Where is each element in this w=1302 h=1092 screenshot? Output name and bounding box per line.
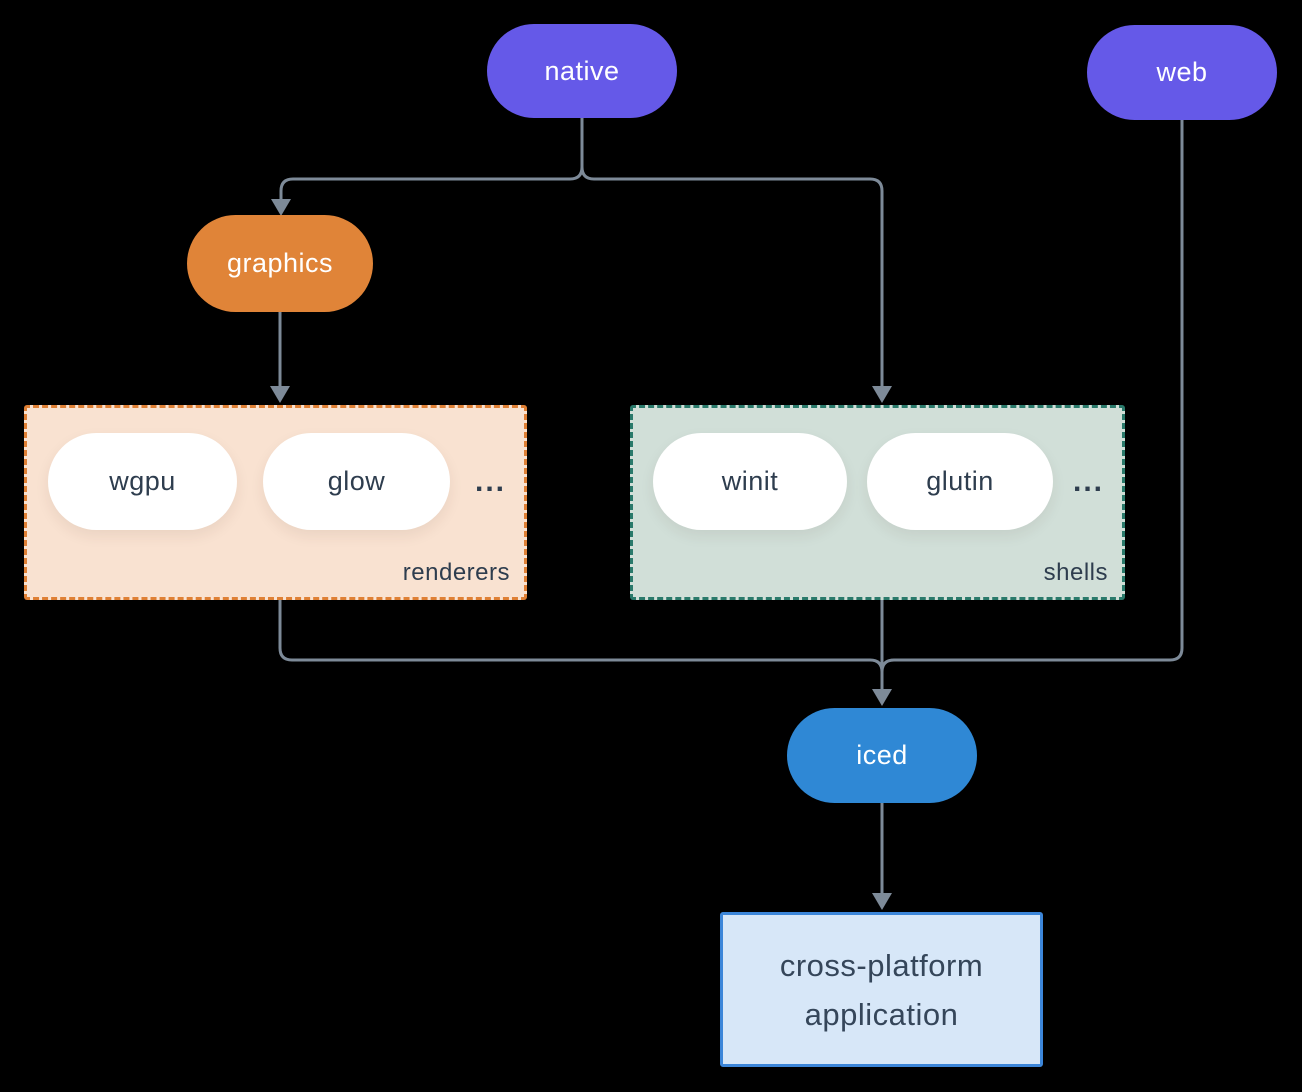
node-glow-label: glow <box>327 466 386 496</box>
arrowhead-app <box>872 893 892 910</box>
node-winit-label: winit <box>721 466 779 496</box>
group-shells: winit glutin ... shells <box>630 405 1125 600</box>
node-glutin: glutin <box>867 433 1053 530</box>
node-graphics-label: graphics <box>226 248 334 278</box>
node-glutin-label: glutin <box>926 466 994 496</box>
app-label-line2: application <box>804 996 959 1032</box>
node-wgpu: wgpu <box>48 433 237 530</box>
connector-native-to-shells <box>580 165 884 389</box>
arrowhead-iced <box>872 689 892 706</box>
node-native-label: native <box>544 55 620 86</box>
arrowhead-renderers <box>270 386 290 403</box>
node-wgpu-label: wgpu <box>109 466 176 496</box>
arrowhead-shells <box>872 386 892 403</box>
connector-native-to-graphics <box>279 116 584 201</box>
node-iced-label: iced <box>856 740 908 770</box>
renderers-ellipsis: ... <box>474 464 506 498</box>
arrowhead-graphics <box>271 199 291 216</box>
node-iced: iced <box>787 708 977 803</box>
app-label-line1: cross-platform <box>779 947 984 983</box>
group-shells-label: shells <box>1043 559 1108 586</box>
node-graphics: graphics <box>187 215 373 312</box>
connector-renderers-to-iced <box>278 598 884 674</box>
group-renderers-label: renderers <box>402 559 510 586</box>
node-native: native <box>487 24 677 118</box>
node-winit: winit <box>653 433 847 530</box>
shells-ellipsis: ... <box>1072 464 1104 498</box>
node-web: web <box>1087 25 1277 120</box>
node-cross-platform-application: cross-platform application <box>720 912 1043 1067</box>
group-renderers: wgpu glow ... renderers <box>24 405 527 600</box>
node-web-label: web <box>1156 57 1208 87</box>
node-glow: glow <box>263 433 450 530</box>
